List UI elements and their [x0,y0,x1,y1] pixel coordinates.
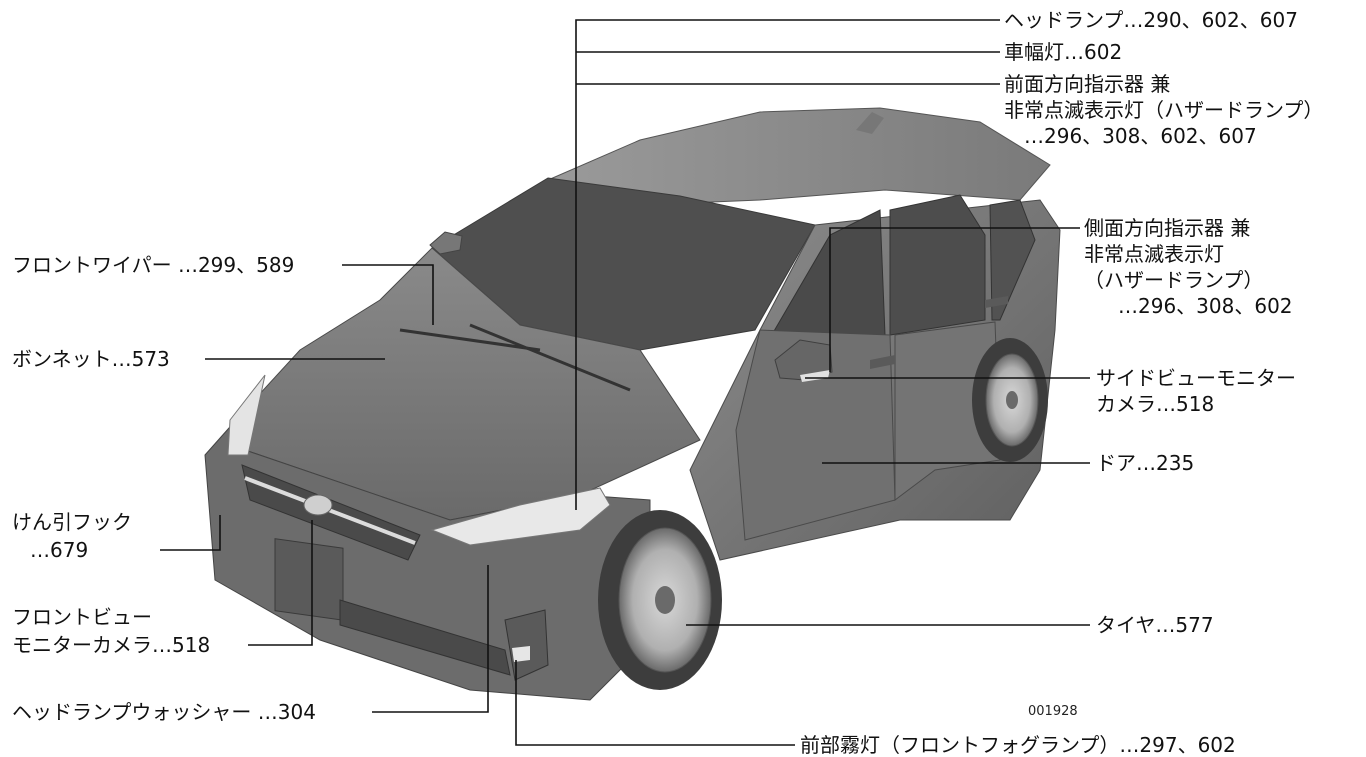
label-bonnet: ボンネット…573 [12,347,170,371]
leader-headlamp [575,19,1000,510]
roof-antenna [856,112,884,134]
label-side-turn-line1: 側面方向指示器 兼 [1084,216,1251,240]
license-plate [274,538,344,621]
label-side-turn-line3: （ハザードランプ） [1084,268,1264,292]
wiper-arm-right [469,323,631,392]
side-mirror [774,339,833,381]
fog-lamp-bar [512,646,530,662]
side-window-rear [889,194,986,336]
label-side-turn-line2: 非常点滅表示灯 [1084,242,1224,266]
headlamp-right [430,487,611,546]
lower-grille [339,599,511,676]
label-tow-hook-line1: けん引フック [12,510,132,534]
label-tow-hook-line2: …679 [30,538,89,562]
front-wheel [598,510,722,690]
door-handle-front [870,355,895,369]
label-side-view-camera-line2: カメラ…518 [1096,392,1215,416]
rear-wheel [972,338,1048,462]
label-front-fog: 前部霧灯（フロントフォグランプ）…297、602 [800,733,1236,757]
leader-front-view-camera [248,520,313,646]
leader-front-wiper [342,264,434,325]
label-front-wiper: フロントワイパー …299、589 [12,253,295,277]
label-side-turn-line4: …296、308、602 [1118,294,1293,318]
emblem [303,494,333,516]
label-clearance-lamp: 車幅灯…602 [1004,40,1123,64]
side-turn-lamp [800,370,830,382]
label-headlamp-washer: ヘッドランプウォッシャー …304 [12,700,316,724]
label-tire: タイヤ…577 [1096,613,1214,637]
leader-lines [160,19,1090,746]
rear-door [894,321,1001,501]
leader-front-fog [515,660,795,746]
label-front-turn-line2: 非常点滅表示灯（ハザードランプ） [1004,98,1324,122]
label-front-turn-line1: 前面方向指示器 兼 [1004,72,1171,96]
left-mirror [429,231,463,255]
car-roof [546,107,1051,206]
leader-tow-hook [160,515,221,551]
door-handle-rear [985,296,1008,308]
front-door [735,329,896,541]
label-front-turn-line3: …296、308、602、607 [1024,124,1257,148]
leader-headlamp-washer [372,565,489,713]
label-front-view-camera-line2: モニターカメラ…518 [12,633,211,657]
wiper-arm-left [399,328,541,352]
label-headlamp: ヘッドランプ…290、602、607 [1004,8,1298,32]
car-illustration [204,107,1061,701]
label-door: ドア…235 [1096,451,1195,475]
headlamp-left [227,374,266,456]
leader-side-turn [829,227,1080,372]
figure-code: 001928 [1028,704,1078,719]
label-front-view-camera-line1: フロントビュー [12,605,152,629]
label-side-view-camera-line1: サイドビューモニター [1096,366,1296,390]
